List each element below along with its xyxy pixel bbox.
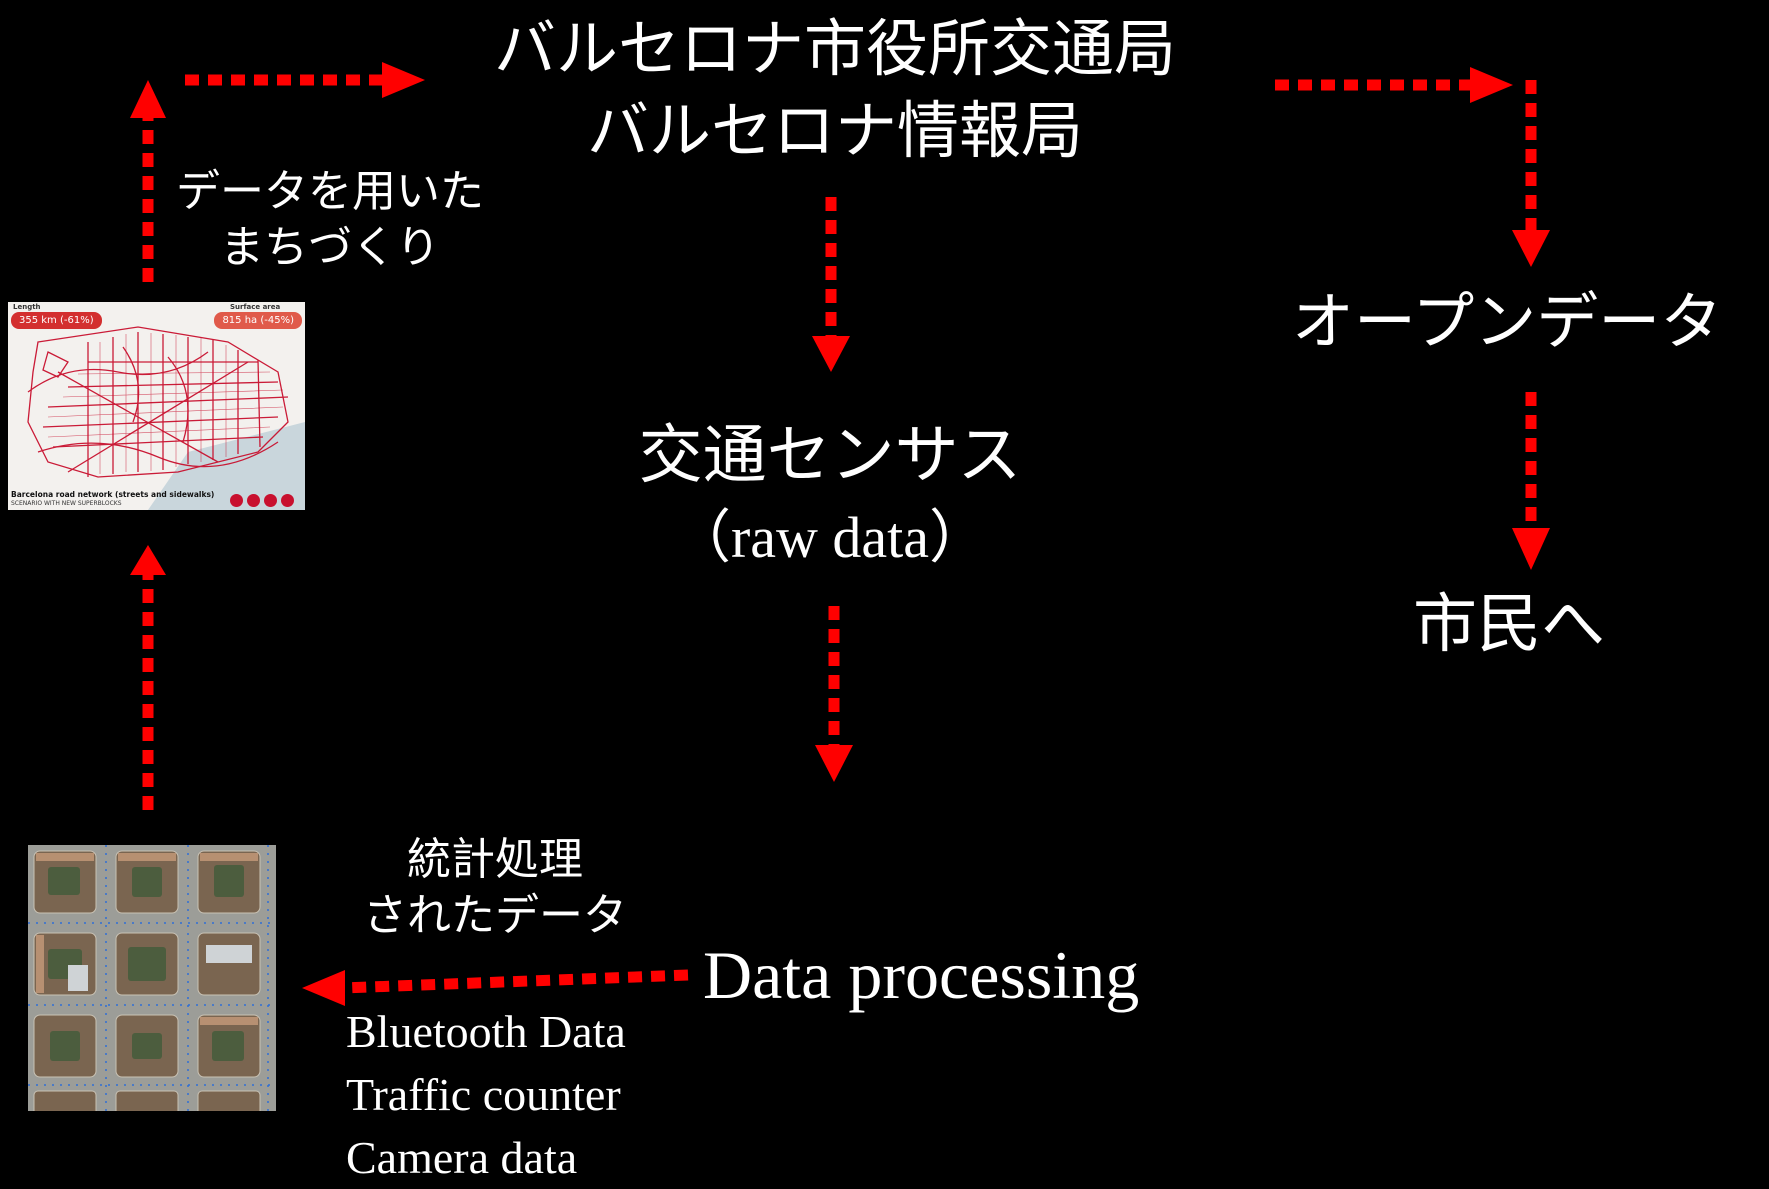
stats-label: 統計処理 されたデータ [340, 832, 650, 944]
arrowhead-up-2 [130, 545, 166, 575]
aerial-city-blocks [28, 845, 276, 1111]
bus-icon [247, 494, 260, 507]
map-street-network [27, 326, 305, 510]
arrowhead-up-1 [130, 80, 166, 118]
pedestrian-icon [281, 494, 294, 507]
sensors-line2: （raw data） [672, 505, 988, 570]
map-surface-badge: 815 ha (-45%) [214, 312, 302, 329]
stats-line2: されたデータ [363, 890, 627, 941]
transport-mode-icons [230, 494, 302, 508]
planning-label: データを用いた まちづくり [160, 164, 500, 276]
open-data-node: オープンデータ [1292, 285, 1723, 358]
to-citizens-node: 市民へ [1413, 588, 1605, 662]
agency-line2: バルセロナ情報局 [586, 94, 1083, 167]
sources-list: Bluetooth Data Traffic counter Camera da… [346, 1000, 626, 1189]
arrowhead-down-2 [1512, 528, 1550, 570]
source-item: Camera data [346, 1132, 578, 1183]
car-icon [230, 494, 243, 507]
agency-node: バルセロナ市役所交通局 バルセロナ情報局 [420, 8, 1250, 172]
arrowhead-down-1 [1512, 230, 1550, 267]
arrowhead-down-4 [815, 745, 853, 782]
bicycle-icon [264, 494, 277, 507]
stats-line1: 統計処理 [407, 834, 583, 885]
map-caption: Barcelona road network (streets and side… [11, 490, 215, 499]
aerial-photo [28, 845, 276, 1111]
map-length-badge: 355 km (-61%) [11, 312, 102, 329]
arrow-processing-to-aerial [342, 969, 689, 994]
sensors-line1: 交通センサス [638, 419, 1022, 493]
map-length-label: Length [13, 303, 41, 311]
planning-line1: データを用いた [176, 166, 484, 217]
arrowhead-right-2 [1470, 67, 1513, 103]
arrowhead-right-1 [382, 62, 425, 98]
source-item: Bluetooth Data [346, 1006, 626, 1057]
source-item: Traffic counter [346, 1069, 621, 1120]
sensors-node: 交通センサス （raw data） [560, 414, 1100, 578]
arrowhead-down-3 [812, 336, 850, 372]
planning-line2: まちづくり [220, 222, 440, 273]
superblocks-map: Length Surface area [8, 302, 305, 510]
arrowhead-left-1 [302, 970, 345, 1006]
processing-node: Data processing [703, 937, 1140, 1013]
map-surface-label: Surface area [230, 303, 281, 311]
map-subcaption: SCENARIO WITH NEW SUPERBLOCKS [11, 500, 122, 507]
agency-line1: バルセロナ市役所交通局 [493, 12, 1176, 85]
